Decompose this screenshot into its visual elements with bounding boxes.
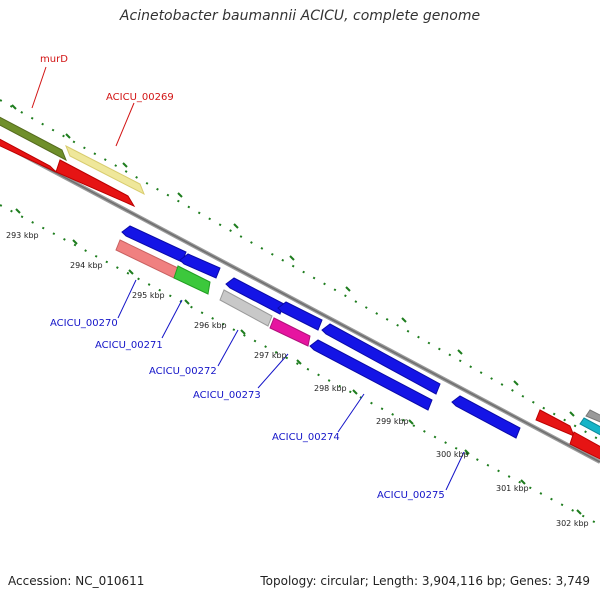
kbp-label: 299 kbp (376, 417, 409, 426)
kbp-label: 297 kbp (254, 351, 287, 360)
kbp-label: 293 kbp (6, 231, 39, 240)
kbp-label: 296 kbp (194, 321, 227, 330)
leader-acicu-00271 (161, 299, 183, 339)
kbp-label: 302 kbp (556, 519, 589, 528)
kbp-label: 301 kbp (496, 484, 529, 493)
gene-blue-1[interactable] (121, 225, 187, 263)
leader-acicu-00270 (117, 279, 137, 319)
kbp-labels: 293 kbp 294 kbp 295 kbp 296 kbp 297 kbp … (6, 231, 589, 528)
leader-acicu-00273 (257, 353, 289, 389)
backbone-line-core (0, 142, 600, 463)
leader-acicu-00269 (115, 102, 135, 147)
gene-blue-7[interactable] (451, 395, 521, 439)
kbp-label: 295 kbp (132, 291, 165, 300)
gene-blue-3[interactable] (225, 277, 285, 315)
gene-blue-2[interactable] (179, 253, 221, 279)
inner-major-ticks (15, 208, 582, 515)
gene-murd-bar[interactable] (0, 112, 67, 162)
gene-acicu-00273-bar[interactable] (269, 317, 311, 347)
gene-acicu-00269-bar[interactable] (65, 144, 145, 196)
gene-labels: murD ACICU_00269 ACICU_00270 ACICU_00271… (40, 54, 445, 501)
gene-label-acicu-00271[interactable]: ACICU_00271 (95, 340, 163, 351)
accession-text: Accession: NC_010611 (8, 574, 145, 588)
map-title: Acinetobacter baumannii ACICU, complete … (119, 8, 481, 24)
leader-acicu-00275 (445, 451, 465, 491)
outer-major-ticks (11, 104, 575, 417)
gene-acicu-00272-bar[interactable] (219, 289, 273, 327)
label-leaders (31, 66, 465, 491)
gene-label-acicu-00274[interactable]: ACICU_00274 (272, 432, 340, 443)
gene-blue-5[interactable] (321, 323, 441, 395)
gene-blue-6[interactable] (309, 339, 433, 411)
gene-label-acicu-00272[interactable]: ACICU_00272 (149, 366, 217, 377)
gene-red-left-2[interactable] (55, 159, 136, 208)
leader-acicu-00272 (217, 329, 239, 367)
leader-acicu-00274 (337, 393, 365, 433)
gene-grey-right[interactable] (585, 409, 600, 426)
gene-label-acicu-00273[interactable]: ACICU_00273 (193, 390, 261, 401)
inner-tick-track (0, 204, 600, 526)
gene-label-acicu-00269[interactable]: ACICU_00269 (106, 92, 174, 103)
outer-tick-track (0, 99, 600, 441)
gene-red-right-2[interactable] (569, 431, 600, 464)
gene-cyan-right[interactable] (579, 417, 600, 440)
gene-label-acicu-00270[interactable]: ACICU_00270 (50, 318, 118, 329)
kbp-label: 298 kbp (314, 384, 347, 393)
leader-murd (31, 66, 47, 109)
gene-label-acicu-00275[interactable]: ACICU_00275 (377, 490, 445, 501)
gene-blue-4[interactable] (277, 301, 323, 331)
genome-summary-text: Topology: circular; Length: 3,904,116 bp… (260, 574, 590, 588)
kbp-label: 300 kbp (436, 450, 469, 459)
gene-label-murd[interactable]: murD (40, 54, 68, 65)
gene-acicu-00271-bar[interactable] (173, 265, 211, 295)
kbp-label: 294 kbp (70, 261, 103, 270)
blue-genes (121, 225, 521, 439)
